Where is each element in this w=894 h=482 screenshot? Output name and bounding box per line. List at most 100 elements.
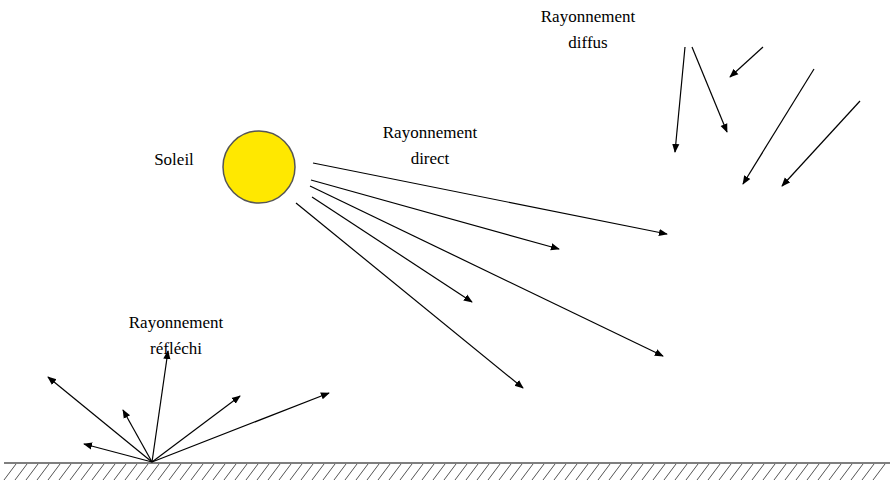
hatch-line: [334, 464, 346, 480]
hatch-line: [378, 464, 390, 480]
hatch-line: [257, 464, 269, 480]
hatch-line: [609, 464, 621, 480]
hatch-line: [147, 464, 159, 480]
hatch-line: [345, 464, 357, 480]
diffuse-rays: [675, 47, 860, 186]
hatch-line: [587, 464, 599, 480]
hatch-line: [180, 464, 192, 480]
diffuse-ray: [675, 47, 685, 152]
sun-label: Soleil: [124, 147, 224, 173]
hatch-line: [389, 464, 401, 480]
reflected-rays: [48, 351, 329, 462]
reflected-ray: [152, 396, 240, 462]
hatch-line: [796, 464, 808, 480]
hatch-line: [114, 464, 126, 480]
hatch-line: [422, 464, 434, 480]
reflected-ray: [48, 377, 152, 462]
hatch-line: [246, 464, 258, 480]
reflected-ray: [152, 393, 329, 462]
hatch-line: [499, 464, 511, 480]
hatch-line: [444, 464, 456, 480]
direct-rays: [296, 163, 667, 388]
reflected-ray: [123, 410, 152, 462]
hatch-line: [466, 464, 478, 480]
hatch-line: [840, 464, 852, 480]
hatch-line: [367, 464, 379, 480]
hatch-line: [818, 464, 830, 480]
ground-line: [4, 462, 890, 463]
hatch-line: [565, 464, 577, 480]
hatch-line: [103, 464, 115, 480]
hatch-line: [521, 464, 533, 480]
hatch-line: [697, 464, 709, 480]
reflected-ray: [152, 351, 168, 462]
hatch-line: [543, 464, 555, 480]
hatch-line: [202, 464, 214, 480]
hatch-line: [279, 464, 291, 480]
hatch-line: [873, 464, 885, 480]
hatch-line: [576, 464, 588, 480]
hatch-line: [81, 464, 93, 480]
direct-ray: [311, 180, 559, 249]
hatch-line: [158, 464, 170, 480]
hatch-line: [862, 464, 874, 480]
hatch-line: [92, 464, 104, 480]
direct-ray: [312, 197, 472, 302]
hatch-line: [851, 464, 863, 480]
hatch-line: [708, 464, 720, 480]
hatch-line: [488, 464, 500, 480]
hatch-line: [323, 464, 335, 480]
direct-ray: [313, 163, 667, 234]
hatch-line: [785, 464, 797, 480]
diffuse-ray: [782, 101, 860, 186]
hatch-line: [598, 464, 610, 480]
hatch-line: [774, 464, 786, 480]
hatch-line: [433, 464, 445, 480]
hatch-line: [191, 464, 203, 480]
hatch-line: [290, 464, 302, 480]
ground-hatching: [4, 464, 885, 480]
hatch-line: [532, 464, 544, 480]
hatch-line: [15, 464, 27, 480]
diffuse-ray: [743, 69, 814, 184]
hatch-line: [829, 464, 841, 480]
hatch-line: [59, 464, 71, 480]
reflected-label: Rayonnement réfléchi: [117, 310, 235, 362]
hatch-line: [4, 464, 16, 480]
hatch-line: [37, 464, 49, 480]
hatch-line: [807, 464, 819, 480]
hatch-line: [136, 464, 148, 480]
diffuse-ray: [692, 47, 727, 132]
hatch-line: [620, 464, 632, 480]
direct-ray: [310, 186, 663, 356]
hatch-line: [224, 464, 236, 480]
hatch-line: [730, 464, 742, 480]
hatch-line: [70, 464, 82, 480]
reflected-ray: [84, 444, 152, 462]
hatch-line: [675, 464, 687, 480]
hatch-line: [686, 464, 698, 480]
hatch-line: [642, 464, 654, 480]
hatch-line: [510, 464, 522, 480]
hatch-line: [664, 464, 676, 480]
hatch-line: [763, 464, 775, 480]
direct-label: Rayonnement direct: [371, 120, 489, 172]
hatch-line: [26, 464, 38, 480]
hatch-line: [719, 464, 731, 480]
hatch-line: [268, 464, 280, 480]
hatch-line: [312, 464, 324, 480]
hatch-line: [213, 464, 225, 480]
hatch-line: [554, 464, 566, 480]
hatch-line: [653, 464, 665, 480]
hatch-line: [48, 464, 60, 480]
hatch-line: [125, 464, 137, 480]
hatch-line: [631, 464, 643, 480]
direct-ray: [296, 203, 523, 388]
hatch-line: [741, 464, 753, 480]
sun-disc: [223, 131, 295, 203]
hatch-line: [301, 464, 313, 480]
hatch-line: [455, 464, 467, 480]
hatch-line: [169, 464, 181, 480]
diffuse-ray: [730, 47, 763, 77]
